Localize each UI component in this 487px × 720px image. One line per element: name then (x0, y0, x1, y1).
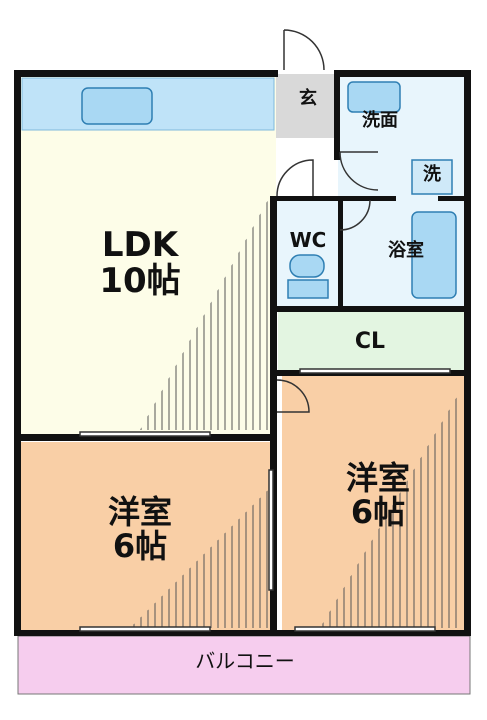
washer-label: 洗 (423, 164, 441, 185)
balcony-label: バルコニー (195, 649, 295, 673)
bedroom-left-label: 洋室 6帖 (80, 493, 200, 565)
wc-label: WC (289, 228, 327, 252)
balcony-floor (17, 635, 471, 695)
entrance-floor (276, 74, 338, 138)
ldk-name: LDK (101, 225, 179, 265)
closet-label: CL (354, 329, 386, 354)
toilet-bowl (289, 254, 325, 278)
toilet-tank (287, 279, 329, 299)
ldk-size: 10帖 (99, 260, 181, 301)
bath-label: 浴室 (388, 240, 424, 261)
washer-space (411, 159, 453, 195)
kitchen-sink (81, 87, 153, 125)
bedroom-right-label: 洋室 6帖 (318, 459, 438, 531)
washroom-label: 洗面 (362, 110, 398, 131)
ldk-label: LDK 10帖 (70, 225, 210, 301)
bedroom-left-size: 6帖 (112, 526, 168, 565)
bedroom-right-size: 6帖 (350, 492, 406, 531)
door-swings (276, 29, 379, 413)
bedroom-right-name: 洋室 (345, 459, 410, 497)
closet-floor (278, 312, 464, 372)
entrance-label: 玄 (299, 88, 317, 109)
openings (79, 368, 451, 632)
bathtub (411, 211, 457, 299)
washbasin (347, 81, 401, 113)
bedroom-left-name: 洋室 (107, 493, 172, 531)
